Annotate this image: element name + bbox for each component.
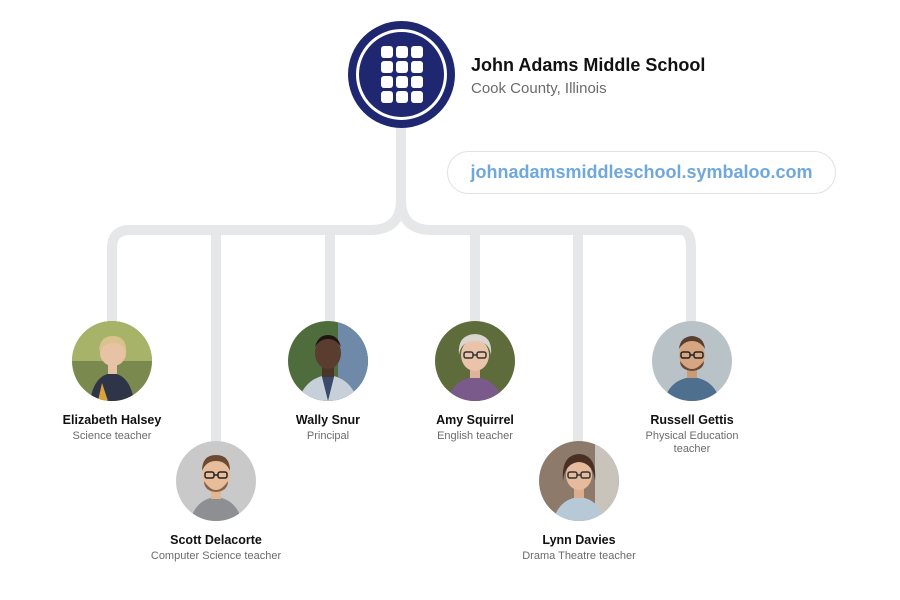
staff-card-snur[interactable]: Wally Snur Principal: [243, 321, 413, 443]
staff-role: English teacher: [437, 430, 513, 442]
staff-card-squirrel[interactable]: Amy Squirrel English teacher: [390, 321, 560, 443]
staff-card-delacorte[interactable]: Scott Delacorte Computer Science teacher: [131, 441, 301, 563]
staff-name: Elizabeth Halsey: [62, 413, 162, 427]
staff-name: Lynn Davies: [542, 533, 616, 547]
school-logo: [348, 21, 455, 128]
avatar: [288, 321, 368, 401]
staff-card-halsey[interactable]: Elizabeth Halsey Science teacher: [27, 321, 197, 443]
staff-card-gettis[interactable]: Russell Gettis Physical Education teache…: [607, 321, 777, 456]
staff-name: Scott Delacorte: [170, 533, 262, 547]
school-location: Cook County, Illinois: [471, 80, 607, 97]
staff-name: Russell Gettis: [650, 413, 734, 427]
staff-role: Principal: [306, 430, 350, 442]
staff-name: Wally Snur: [295, 413, 361, 427]
staff-role: Drama Theatre teacher: [522, 550, 636, 562]
avatar: [72, 321, 152, 401]
trunk-line: [107, 123, 406, 327]
school-name: John Adams Middle School: [471, 55, 706, 75]
staff-card-davies[interactable]: Lynn Davies Drama Theatre teacher: [494, 441, 664, 563]
grid-icon: [380, 46, 423, 103]
avatar: [176, 441, 256, 521]
staff-role: Physical Education teacher: [645, 430, 739, 455]
staff-name: Amy Squirrel: [436, 413, 514, 427]
school-url-link[interactable]: johnadamsmiddleschool.symbaloo.com: [447, 151, 836, 194]
staff-role: Science teacher: [72, 430, 152, 442]
avatar: [652, 321, 732, 401]
avatar: [435, 321, 515, 401]
staff-role: Computer Science teacher: [150, 550, 282, 562]
connector-squirrel: [396, 195, 696, 327]
